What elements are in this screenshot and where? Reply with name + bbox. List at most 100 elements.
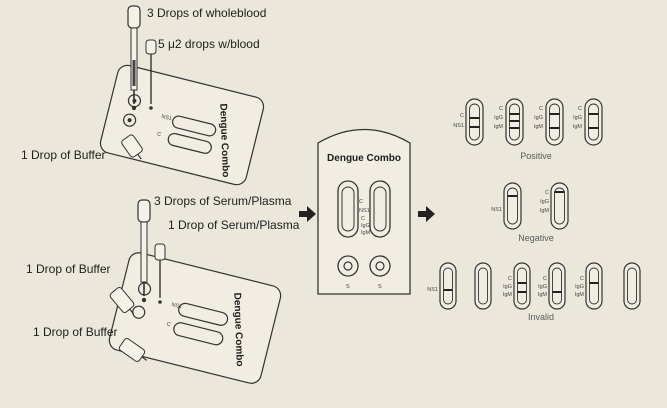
strip-window	[552, 267, 562, 305]
cassette-body	[99, 64, 265, 186]
strip-igm-label: IgM	[540, 208, 550, 214]
strip-outline	[548, 262, 566, 310]
negative-strip-ab	[550, 182, 569, 230]
arrow-right-icon	[418, 206, 435, 222]
arrow-right-icon	[299, 206, 316, 222]
invalid-strip-2	[474, 262, 492, 310]
micro-pipette	[145, 39, 157, 110]
strip-c-label: C	[460, 113, 464, 119]
strip-ns1-label: NS1	[491, 207, 502, 213]
bottle-nozzle	[141, 356, 148, 361]
strip-outline	[503, 182, 522, 230]
strip-window	[627, 267, 637, 305]
strip-outline	[584, 98, 603, 146]
strip-outline	[513, 262, 531, 310]
dropper-bulb	[127, 5, 141, 29]
strip-window	[507, 187, 518, 225]
strip-outline	[439, 262, 457, 310]
top-c-label: C	[156, 131, 161, 138]
center-device: Dengue Combo C NS1 C IgG IgM S S	[317, 128, 411, 295]
ns1-window	[337, 180, 359, 238]
strip-window	[469, 103, 480, 141]
strip-igg-label: IgG	[573, 115, 582, 121]
strip-igg-label: IgG	[534, 115, 543, 121]
serum-3-label: 3 Drops of Serum/Plasma	[154, 194, 292, 208]
negative-label: Negative	[518, 233, 554, 243]
device-title: Dengue Combo	[327, 153, 401, 164]
top-ns1-label: NS1	[161, 114, 173, 122]
cassette-title: Dengue Combo	[217, 103, 231, 177]
buffer-top-label: 1 Drop of Buffer	[21, 148, 106, 162]
device-ab-g: IgG	[361, 223, 370, 229]
strip-igg-label: IgG	[538, 284, 547, 290]
strip-igm-label: IgM	[538, 292, 548, 298]
cassette-body	[108, 252, 282, 384]
sample-well-2	[369, 255, 391, 277]
invalid-strip-5	[585, 262, 603, 310]
positive-strip-ab1	[505, 98, 524, 146]
strip-window	[478, 267, 488, 305]
well-1-label: S	[346, 284, 350, 290]
invalid-strip-1	[439, 262, 457, 310]
cassette-title: Dengue Combo	[231, 292, 245, 366]
invalid-strip-6	[623, 262, 641, 310]
sample-well-2	[123, 113, 137, 127]
invalid-label: Invalid	[528, 312, 554, 322]
micro-blood-label: 5 μ2 drops w/blood	[158, 37, 260, 51]
drop-icon	[131, 105, 137, 111]
strip-igm-label: IgM	[573, 124, 583, 130]
drop-icon	[149, 106, 153, 110]
strip-ns1-label: NS1	[427, 287, 438, 293]
strip-igm-label: IgM	[575, 292, 585, 298]
antibody-window	[369, 180, 391, 238]
whole-blood-dropper	[127, 5, 141, 111]
result-strips: CNS1CIgGIgMCIgGIgMCIgGIgMNS1CIgGIgMNS1CI…	[427, 98, 641, 310]
strip-window	[589, 267, 599, 305]
bottle-nozzle	[137, 153, 142, 160]
strip-igg-label: IgG	[494, 115, 503, 121]
sample-well-1	[337, 255, 359, 277]
strip-c-label: C	[543, 276, 547, 282]
invalid-strip-3	[513, 262, 531, 310]
strip-outline	[585, 262, 603, 310]
sample-well-1	[137, 282, 152, 296]
antibody-window	[173, 322, 224, 346]
bottom-c-label: C	[166, 321, 171, 328]
serum-dropper	[137, 199, 151, 303]
strip-igg-label: IgG	[503, 284, 512, 290]
device-ab-m: IgM	[361, 230, 371, 236]
blood-drop-2	[127, 118, 132, 123]
ns1-window	[178, 302, 229, 326]
dropper-blood	[132, 60, 136, 86]
device-ns1-c: C	[359, 199, 363, 205]
antibody-window	[167, 132, 212, 154]
strip-c-label: C	[499, 106, 503, 112]
strip-c-label: C	[578, 106, 582, 112]
buffer-bottom-label: 1 Drop of Buffer	[33, 325, 118, 339]
strip-window	[443, 267, 453, 305]
strip-window	[588, 103, 599, 141]
negative-strip-ns1	[503, 182, 522, 230]
bottom-cassette: Dengue Combo NS1 C	[108, 252, 282, 384]
serum-dropper-2	[154, 243, 166, 304]
dropper-tube	[140, 221, 148, 283]
buffer-bottle-mid	[109, 287, 135, 315]
strip-outline	[545, 98, 564, 146]
strip-igm-label: IgM	[503, 292, 513, 298]
strip-outline	[474, 262, 492, 310]
strip-window	[549, 103, 560, 141]
invalid-strip-4	[548, 262, 566, 310]
sample-well-2	[132, 305, 146, 319]
positive-label: Positive	[520, 151, 552, 161]
strip-c-label: C	[539, 106, 543, 112]
strip-outline	[550, 182, 569, 230]
buffer-bottle-bottom	[118, 338, 148, 362]
bottle-body	[121, 134, 143, 158]
sample-well-1-inner	[343, 261, 353, 271]
strip-window	[554, 187, 565, 225]
dropper-bulb	[137, 199, 151, 223]
strip-c-label: C	[545, 190, 549, 196]
positive-strip-ab3	[584, 98, 603, 146]
